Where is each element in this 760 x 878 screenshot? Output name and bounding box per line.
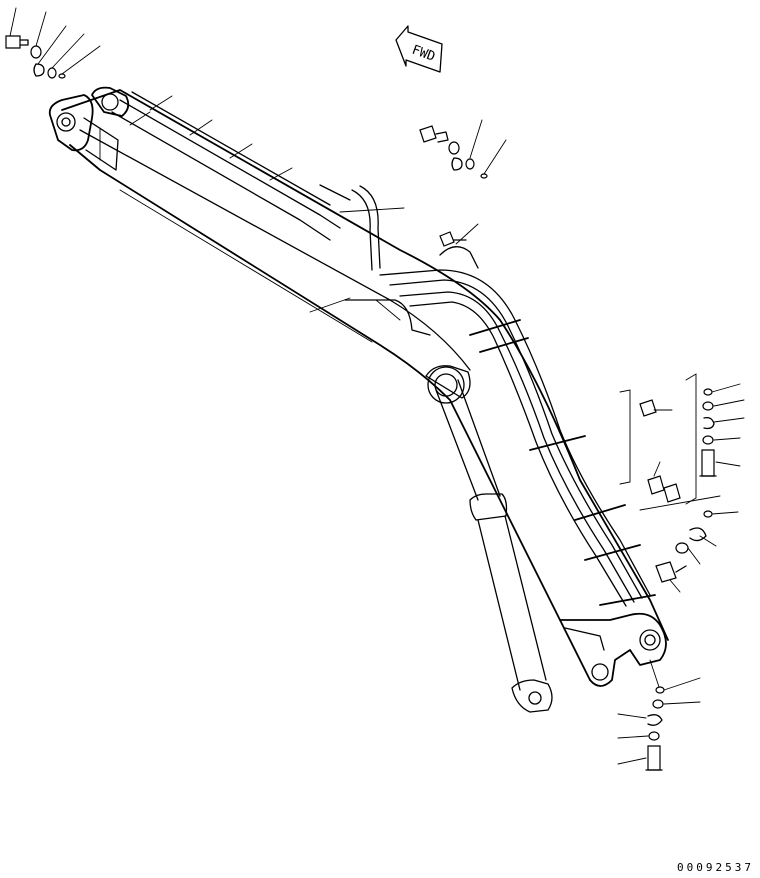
upper-center-hardware	[309, 119, 507, 321]
catalog-number: 00092537	[677, 861, 754, 874]
hydraulic-tube-bundle	[344, 185, 656, 607]
top-left-hardware	[5, 7, 101, 79]
boom-cylinder	[425, 365, 553, 713]
bottom-hardware-stack	[617, 659, 701, 771]
boom-body	[48, 86, 669, 687]
right-hardware-column	[619, 373, 745, 593]
boom-top-tube-frame	[111, 91, 341, 241]
fwd-direction-label: FWD	[410, 43, 437, 65]
fwd-arrow-icon: FWD	[395, 25, 443, 73]
